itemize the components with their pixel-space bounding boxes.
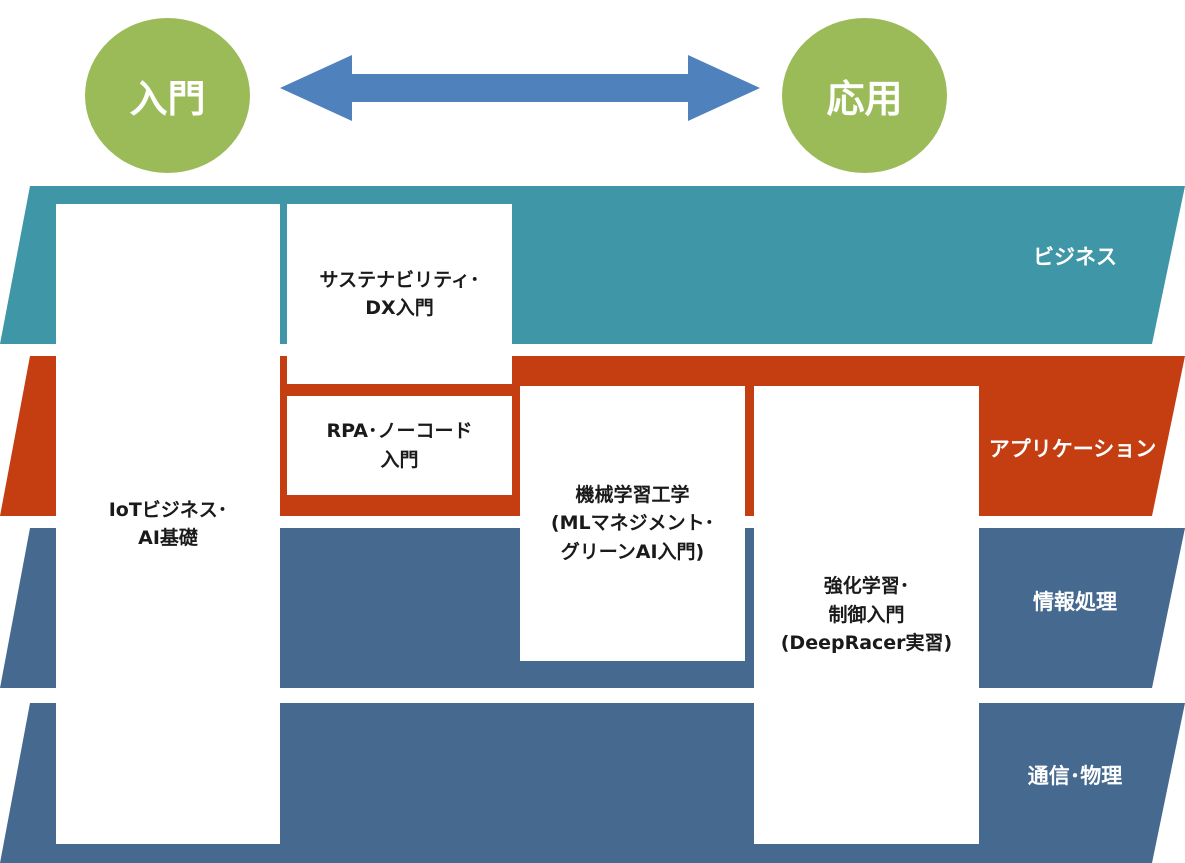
layer-label-comm: 通信･物理 bbox=[1027, 764, 1123, 788]
course-rl-line-3: (DeepRacer実習) bbox=[780, 632, 953, 655]
course-rl-line-1: 強化学習･ bbox=[823, 575, 910, 598]
course-sustainability-dx: サステナビリティ･ DX入門 bbox=[287, 204, 512, 384]
double-arrow-icon bbox=[280, 55, 760, 121]
advanced-label: 応用 bbox=[826, 77, 903, 121]
layer-label-business: ビジネス bbox=[1033, 245, 1117, 269]
course-rpa-nocode: RPA･ノーコード 入門 bbox=[287, 396, 512, 495]
layer-label-application: アプリケーション bbox=[988, 437, 1157, 461]
course-iot-line-2: AI基礎 bbox=[138, 527, 198, 549]
beginner-circle: 入門 bbox=[85, 18, 250, 173]
layer-label-info: 情報処理 bbox=[1033, 590, 1117, 614]
course-ml-line-3: グリーンAI入門) bbox=[560, 540, 705, 563]
course-reinforcement-learning: 強化学習･ 制御入門 (DeepRacer実習) bbox=[754, 386, 979, 844]
course-ml-line-2: (MLマネジメント･ bbox=[550, 512, 715, 535]
course-rpa-line-1: RPA･ノーコード bbox=[326, 420, 473, 442]
course-iot-line-1: IoTビジネス･ bbox=[108, 498, 228, 521]
course-sustain-line-2: DX入門 bbox=[365, 297, 434, 319]
course-ml-line-1: 機械学習工学 bbox=[575, 483, 690, 506]
course-sustain-line-1: サステナビリティ･ bbox=[319, 268, 480, 291]
beginner-label: 入門 bbox=[129, 77, 206, 121]
course-ml-engineering: 機械学習工学 (MLマネジメント･ グリーンAI入門) bbox=[520, 386, 745, 661]
course-iot-ai-basics: IoTビジネス･ AI基礎 bbox=[56, 204, 280, 844]
course-rpa-line-2: 入門 bbox=[380, 448, 419, 471]
advanced-circle: 応用 bbox=[782, 18, 947, 173]
course-rl-line-2: 制御入門 bbox=[828, 603, 905, 626]
